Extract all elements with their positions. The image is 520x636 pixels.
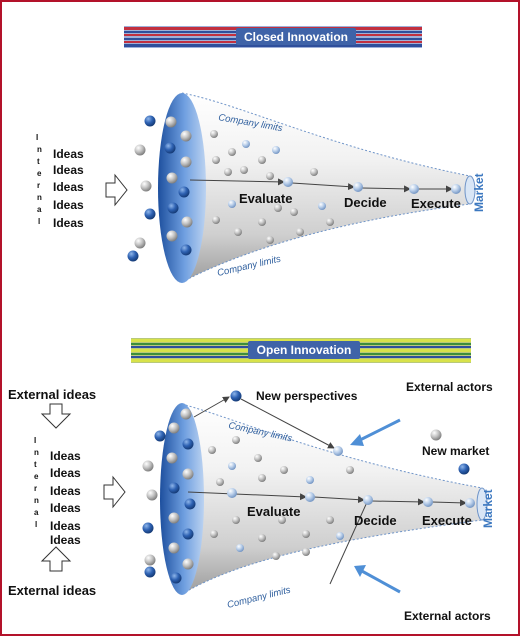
closed-market-label: Market <box>472 173 486 212</box>
external-actors-arrow-bottom-icon <box>354 565 401 594</box>
text-label: r <box>37 181 40 190</box>
closed-banner-title: Closed Innovation <box>244 30 348 44</box>
open-market-label: Market <box>481 489 495 528</box>
external-actors-bottom-label: External actors <box>404 609 491 623</box>
text-label: l <box>35 520 37 529</box>
text-label: Ideas <box>50 466 81 480</box>
external-actors-arrow-top-icon <box>350 418 401 446</box>
text-label: r <box>34 484 37 493</box>
text-label: Ideas <box>53 216 84 230</box>
text-label: Ideas <box>53 180 84 194</box>
text-label: e <box>37 169 42 178</box>
open-company-limits-bottom: Company limits <box>226 584 292 610</box>
text-label: Ideas <box>50 533 81 547</box>
closed-evaluate-label: Evaluate <box>239 191 292 206</box>
text-label: Ideas <box>53 163 84 177</box>
open-process-line <box>187 396 467 585</box>
open-decide-label: Decide <box>354 513 397 528</box>
open-execute-label: Execute <box>422 513 472 528</box>
text-label: n <box>34 496 39 505</box>
text-label: Ideas <box>50 519 81 533</box>
closed-banner: Closed Innovation <box>124 26 422 48</box>
external-ideas-up-arrow-icon <box>40 546 72 572</box>
open-banner-title: Open Innovation <box>257 343 352 357</box>
open-internal-vertical: I n t e r n a l <box>34 436 39 529</box>
open-ideas-list: Ideas Ideas Ideas Ideas Ideas Ideas <box>50 449 81 547</box>
closed-internal-vertical: I n t e r n a l <box>36 133 42 226</box>
external-ideas-bottom-label: External ideas <box>8 583 96 598</box>
text-label: n <box>37 145 42 154</box>
text-label: e <box>34 472 39 481</box>
closed-funnel <box>158 92 476 283</box>
closed-execute-label: Execute <box>411 196 461 211</box>
open-idea-balls <box>142 390 475 584</box>
external-ideas-down-arrow-icon <box>40 403 72 429</box>
closed-ideas-list: Ideas Ideas Ideas Ideas Ideas <box>53 147 84 230</box>
open-banner: Open Innovation <box>131 338 471 363</box>
text-label: t <box>34 460 37 469</box>
open-evaluate-label: Evaluate <box>247 504 300 519</box>
closed-decide-label: Decide <box>344 195 387 210</box>
text-label: Ideas <box>53 198 84 212</box>
text-label: I <box>36 133 38 142</box>
text-label: Ideas <box>50 449 81 463</box>
new-perspectives-label: New perspectives <box>256 389 358 403</box>
text-label: t <box>37 157 40 166</box>
closed-right-arrow-icon <box>105 173 128 207</box>
text-label: a <box>37 205 42 214</box>
text-label: Ideas <box>50 501 81 515</box>
new-market-label: New market <box>422 444 489 458</box>
text-label: n <box>37 193 42 202</box>
open-right-arrow-icon <box>103 475 126 509</box>
external-ideas-top-label: External ideas <box>8 387 96 402</box>
text-label: l <box>38 217 40 226</box>
closed-process-line <box>189 178 453 193</box>
text-label: a <box>34 508 39 517</box>
closed-idea-balls <box>127 115 461 262</box>
text-label: Ideas <box>53 147 84 161</box>
text-label: Ideas <box>50 484 81 498</box>
text-label: n <box>34 448 39 457</box>
external-actors-top-label: External actors <box>406 380 493 394</box>
text-label: I <box>34 436 36 445</box>
